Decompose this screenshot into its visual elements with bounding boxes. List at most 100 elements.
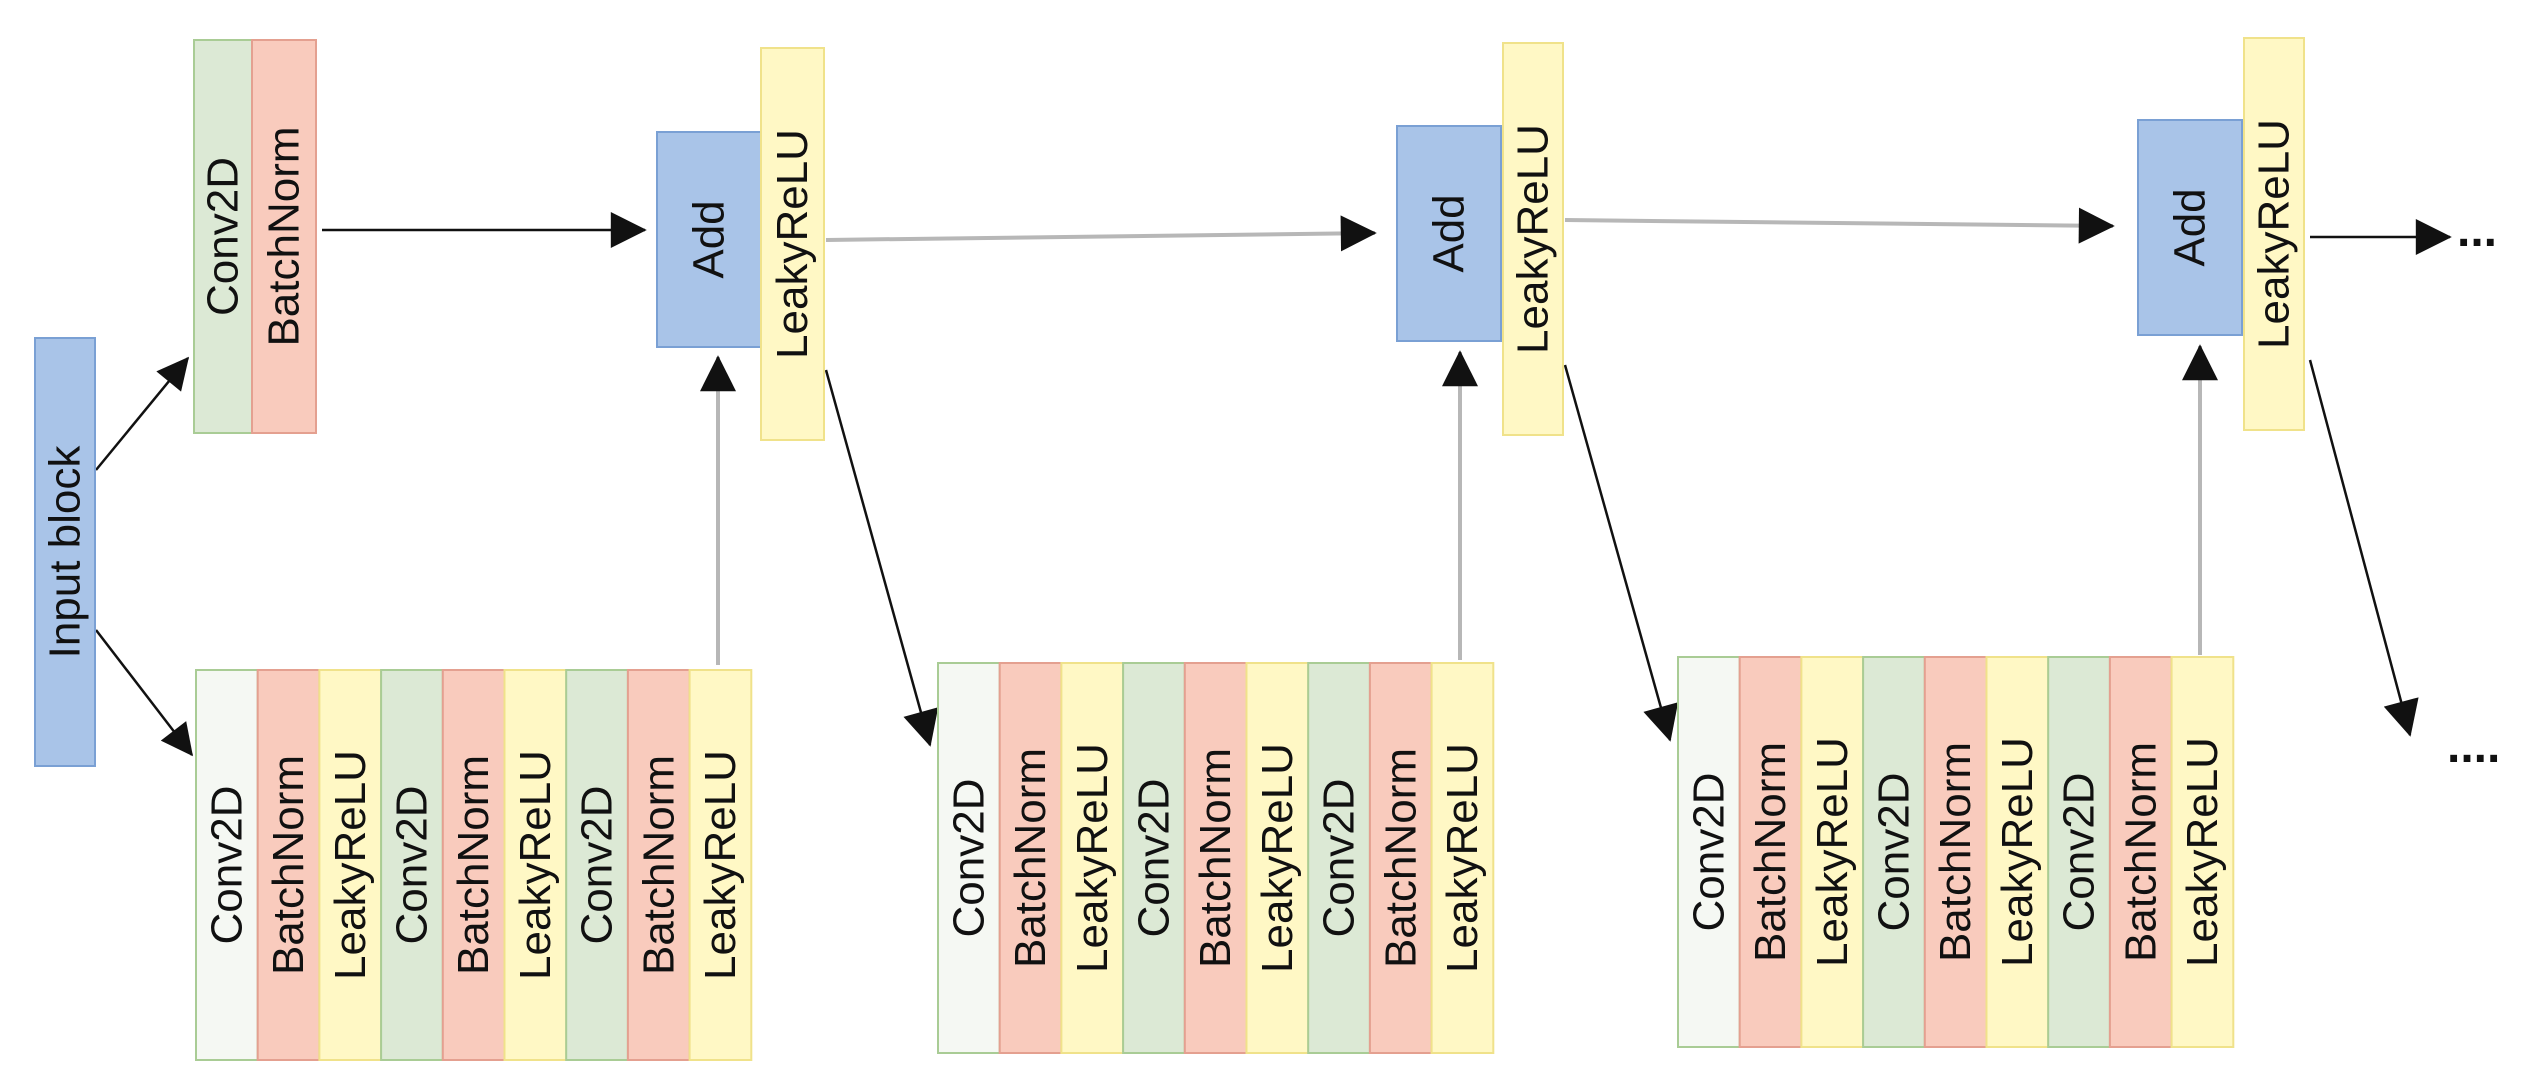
- stage3-layer-6-leakyrelu-box: [1985, 656, 2050, 1048]
- stage2-layer-8-batchnorm-label: BatchNorm: [1376, 748, 1425, 968]
- stage3-layer-3-leakyrelu: LeakyReLU: [1800, 656, 1865, 1048]
- stage1-layer-4-conv2d: Conv2D: [380, 669, 444, 1061]
- skip-conv2d: Conv2D: [193, 39, 253, 434]
- stage1-layer-5-batchnorm: BatchNorm: [441, 669, 506, 1061]
- stage1-layer-7-conv2d: Conv2D: [565, 669, 629, 1061]
- stage2-layer-6-leakyrelu-box: [1245, 662, 1310, 1054]
- stage3-leakyrelu-label: LeakyReLU: [2250, 119, 2299, 349]
- stage1-leakyrelu-label: LeakyReLU: [768, 129, 817, 359]
- stage3-layer-1-conv2d-label: Conv2D: [1684, 773, 1733, 932]
- stage1-layer-6-leakyrelu-label: LeakyReLU: [511, 750, 560, 980]
- arrow-relu2-to-stage3: [1563, 364, 1679, 742]
- skip-conv2d-box: [193, 39, 253, 434]
- stage2-layer-4-conv2d-box: [1122, 662, 1186, 1054]
- stage2-layer-4-conv2d-label: Conv2D: [1129, 779, 1178, 938]
- arrow-relu2-to-add3: [1564, 207, 2115, 244]
- stage3-layer-8-batchnorm-box: [2108, 656, 2173, 1048]
- stage3-layer-8-batchnorm: BatchNorm: [2108, 656, 2173, 1048]
- stage2-layer-2-batchnorm: BatchNorm: [998, 662, 1063, 1054]
- stage3-leakyrelu-box: [2243, 37, 2305, 431]
- stage1-leakyrelu: LeakyReLU: [760, 47, 825, 441]
- ellipsis-top: ...: [2457, 204, 2497, 257]
- stage1-layer-2-batchnorm: BatchNorm: [256, 669, 321, 1061]
- arrow-relu3-to-next-branch: [2308, 359, 2419, 737]
- stage1-layer-6-leakyrelu: LeakyReLU: [503, 669, 568, 1061]
- stage3-add-box: [2137, 119, 2243, 336]
- stage3-layer-5-batchnorm: BatchNorm: [1923, 656, 1988, 1048]
- stage3-layer-9-leakyrelu-box: [2170, 656, 2235, 1048]
- arrow-relu1-to-stage2: [824, 369, 939, 747]
- stage3-layer-5-batchnorm-label: BatchNorm: [1931, 742, 1980, 962]
- stage1-layer-6-leakyrelu-box: [503, 669, 568, 1061]
- stage2-layer-5-batchnorm: BatchNorm: [1183, 662, 1248, 1054]
- stage3-layer-7-conv2d: Conv2D: [2047, 656, 2111, 1048]
- stage1-layer-5-batchnorm-label: BatchNorm: [449, 755, 498, 975]
- stage2-add-label: Add: [1425, 194, 1474, 272]
- stage2-layer-8-batchnorm-box: [1368, 662, 1433, 1054]
- stage3-layer-2-batchnorm: BatchNorm: [1738, 656, 1803, 1048]
- stage1-layer-5-batchnorm-box: [441, 669, 506, 1061]
- stage1-layer-9-leakyrelu: LeakyReLU: [688, 669, 753, 1061]
- stage2-layer-2-batchnorm-box: [998, 662, 1063, 1054]
- stage1-layer-2-batchnorm-label: BatchNorm: [264, 755, 313, 975]
- stage2-layer-8-batchnorm: BatchNorm: [1368, 662, 1433, 1054]
- stage2-layer-1-conv2d-box: [937, 662, 1001, 1054]
- stage3-add: Add: [2137, 119, 2243, 336]
- stage3-layer-9-leakyrelu-label: LeakyReLU: [2178, 737, 2227, 967]
- stage3-layer-4-conv2d-label: Conv2D: [1869, 773, 1918, 932]
- stage1-layer-7-conv2d-box: [565, 669, 629, 1061]
- stage2-layer-7-conv2d-label: Conv2D: [1315, 779, 1364, 938]
- stage2-layer-9-leakyrelu: LeakyReLU: [1430, 662, 1495, 1054]
- stage1-layer-4-conv2d-label: Conv2D: [387, 786, 436, 945]
- stage3-layer-5-batchnorm-box: [1923, 656, 1988, 1048]
- stage3-add-label: Add: [2166, 188, 2215, 266]
- stage3-layer-4-conv2d-box: [1862, 656, 1926, 1048]
- stage2-layer-6-leakyrelu-label: LeakyReLU: [1253, 743, 1302, 973]
- stage2-layer-5-batchnorm-label: BatchNorm: [1191, 748, 1240, 968]
- arrow-relu1-to-add2: [825, 215, 1377, 252]
- stage3-layer-1-conv2d: Conv2D: [1677, 656, 1741, 1048]
- stage2-add: Add: [1396, 125, 1502, 342]
- stage3-layer-7-conv2d-label: Conv2D: [2055, 773, 2104, 932]
- stage1-add-label: Add: [685, 200, 734, 278]
- skip-batchnorm-label: BatchNorm: [260, 126, 309, 346]
- stage1-add: Add: [656, 131, 762, 348]
- stage1-layer-2-batchnorm-box: [256, 669, 321, 1061]
- stage3-layer-2-batchnorm-box: [1738, 656, 1803, 1048]
- skip-batchnorm-box: [251, 39, 317, 434]
- stage2-layer-4-conv2d: Conv2D: [1122, 662, 1186, 1054]
- skip-conv2d-label: Conv2D: [199, 157, 248, 316]
- stage1-layer-4-conv2d-box: [380, 669, 444, 1061]
- input-block: Input block: [34, 337, 96, 767]
- stage1-layer-8-batchnorm: BatchNorm: [626, 669, 691, 1061]
- stage2-layer-2-batchnorm-label: BatchNorm: [1006, 748, 1055, 968]
- stage2-add-box: [1396, 125, 1502, 342]
- stage2-layer-1-conv2d-label: Conv2D: [944, 779, 993, 938]
- skip-batchnorm: BatchNorm: [251, 39, 317, 434]
- input-block-label: Input block: [41, 445, 90, 659]
- stage3-layer-9-leakyrelu: LeakyReLU: [2170, 656, 2235, 1048]
- stage1-layer-9-leakyrelu-label: LeakyReLU: [696, 750, 745, 980]
- stage3-layer-2-batchnorm-label: BatchNorm: [1746, 742, 1795, 962]
- stage2-leakyrelu-label: LeakyReLU: [1509, 124, 1558, 354]
- stage3-layer-3-leakyrelu-label: LeakyReLU: [1808, 737, 1857, 967]
- stage3-layer-3-leakyrelu-box: [1800, 656, 1865, 1048]
- stage2-leakyrelu-box: [1502, 42, 1564, 436]
- arrow-input-to-stage1: [95, 629, 193, 757]
- arrows: [95, 207, 2452, 757]
- stage2-layer-1-conv2d: Conv2D: [937, 662, 1001, 1054]
- stage3-layer-6-leakyrelu-label: LeakyReLU: [1993, 737, 2042, 967]
- stage1-layer-3-leakyrelu-label: LeakyReLU: [326, 750, 375, 980]
- stage1-layer-7-conv2d-label: Conv2D: [573, 786, 622, 945]
- stage3-layer-4-conv2d: Conv2D: [1862, 656, 1926, 1048]
- stage2-layer-6-leakyrelu: LeakyReLU: [1245, 662, 1310, 1054]
- ellipsis-bottom: ....: [2447, 720, 2500, 773]
- stage2-layer-5-batchnorm-box: [1183, 662, 1248, 1054]
- stage1-layer-1-conv2d: Conv2D: [195, 669, 259, 1061]
- arrow-input-to-skip-conv: [95, 356, 190, 471]
- stage2-layer-9-leakyrelu-box: [1430, 662, 1495, 1054]
- input-block-box: [34, 337, 96, 767]
- stage1-leakyrelu-box: [760, 47, 825, 441]
